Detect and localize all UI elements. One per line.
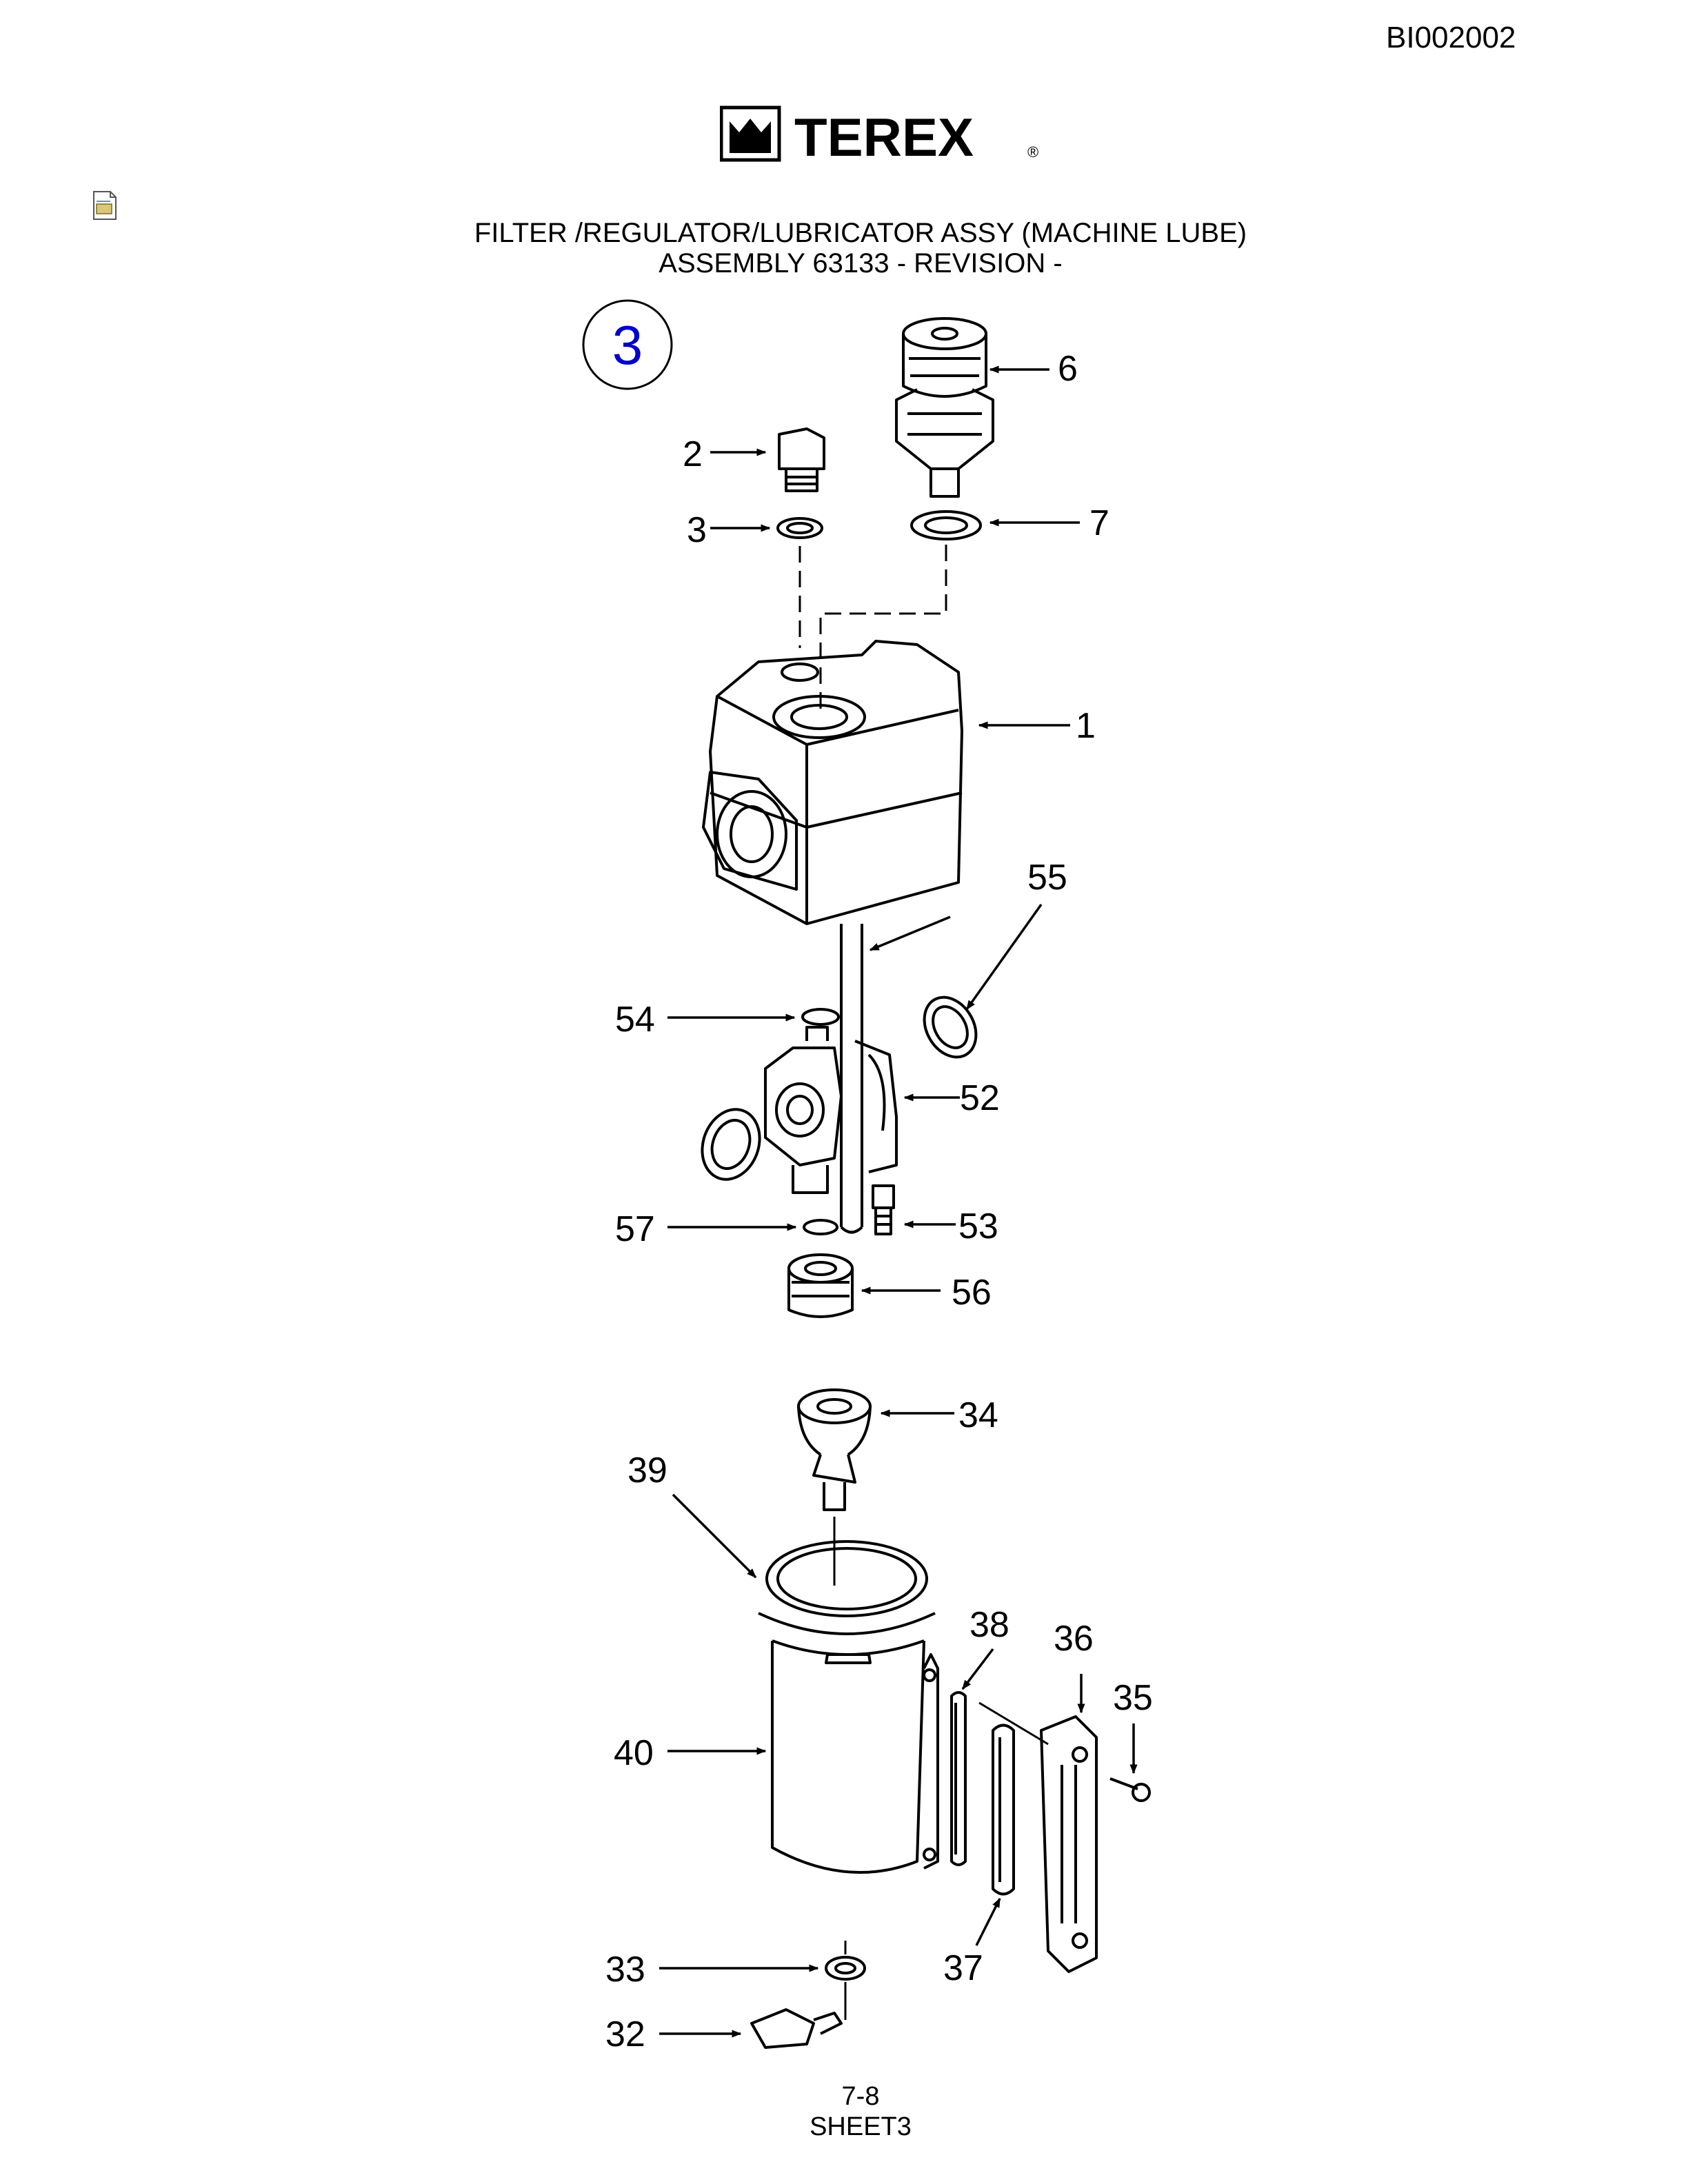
siphon-tube: [840, 924, 863, 1227]
part-34-sight-dome: [797, 1388, 872, 1511]
callout-56: 56: [952, 1273, 992, 1313]
callout-7: 7: [1089, 503, 1109, 543]
part-6-regulator-knob: [895, 317, 994, 498]
callout-33: 33: [605, 1950, 645, 1990]
sheet-label: SHEET3: [810, 2112, 912, 2141]
part-37-sight-glass: [992, 1723, 1015, 1896]
part-55-o-ring: [923, 995, 978, 1059]
document-id: BI002002: [1386, 21, 1516, 54]
callout-34: 34: [958, 1395, 998, 1435]
part-2-plug: [778, 427, 825, 492]
inlet-o-ring: [701, 1108, 761, 1181]
callout-54: 54: [615, 1000, 655, 1040]
part-40-bowl: [758, 1540, 939, 1874]
callout-37: 37: [943, 1948, 983, 1988]
document-icon[interactable]: [91, 190, 119, 221]
terex-crown-logo-icon: [720, 105, 781, 162]
terex-logo: TEREX ®: [720, 105, 1038, 164]
part-52-venturi-block: [764, 1026, 898, 1194]
callout-32: 32: [605, 2014, 645, 2054]
callout-1: 1: [1076, 706, 1096, 746]
sheet-badge-number: 3: [612, 314, 643, 376]
callout-55: 55: [1027, 858, 1067, 898]
sheet-badge: 3: [582, 299, 673, 390]
part-33-washer: [825, 1956, 866, 1981]
callout-35: 35: [1113, 1678, 1153, 1718]
part-3-o-ring: [776, 517, 823, 539]
registered-mark: ®: [1027, 143, 1038, 161]
callout-3: 3: [687, 510, 707, 550]
callout-53: 53: [958, 1206, 998, 1246]
callout-2: 2: [683, 434, 703, 474]
part-57-o-ring: [803, 1219, 838, 1235]
part-38-gasket: [950, 1691, 967, 1866]
callout-39: 39: [627, 1450, 667, 1490]
callout-52: 52: [960, 1078, 1000, 1118]
part-35-screw: [1109, 1777, 1151, 1802]
part-36-sight-guard: [1040, 1715, 1098, 1973]
callout-57: 57: [615, 1209, 655, 1249]
part-1-body: [702, 640, 963, 925]
logo-text: TEREX: [794, 107, 974, 164]
leader-lines: [659, 365, 1138, 2038]
part-56-fitting: [787, 1253, 854, 1318]
callout-40: 40: [614, 1733, 654, 1773]
page-number: 7-8: [841, 2082, 880, 2111]
callout-36: 36: [1054, 1619, 1094, 1659]
callout-38: 38: [969, 1605, 1009, 1645]
part-54-o-ring: [801, 1008, 840, 1026]
part-7-seal: [910, 510, 982, 540]
callout-6: 6: [1058, 349, 1078, 389]
part-32-drain-valve: [750, 2008, 843, 2049]
diagram-title-line1: FILTER /REGULATOR/LUBRICATOR ASSY (MACHI…: [474, 218, 1247, 248]
diagram-title-line2: ASSEMBLY 63133 - REVISION -: [659, 248, 1063, 279]
part-53-screw: [872, 1184, 895, 1235]
